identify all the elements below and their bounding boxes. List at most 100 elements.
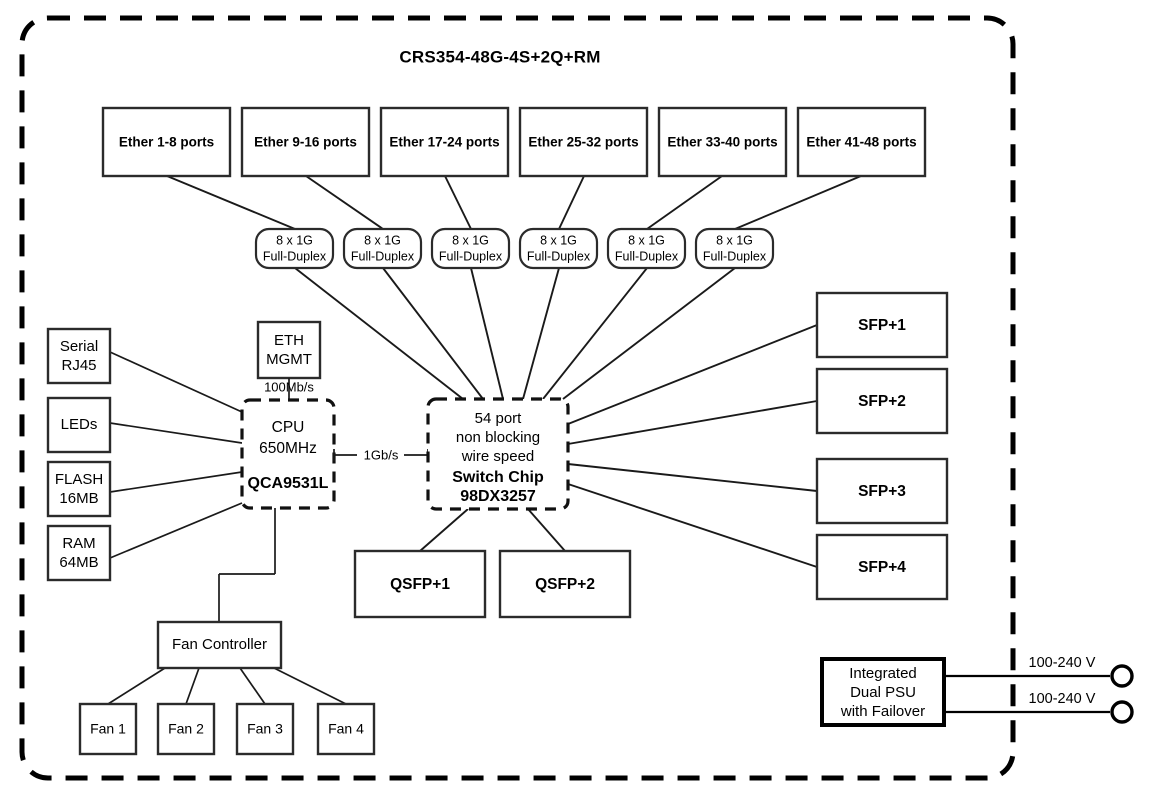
fan-4[interactable]: Fan 4 [316, 702, 376, 756]
fan-1[interactable]: Fan 1 [78, 702, 138, 756]
ether-group-5-label: Ether 33-40 ports [667, 135, 777, 150]
sfp-plus-2[interactable]: SFP+2 [815, 367, 949, 435]
link-pill5-switch [542, 267, 648, 400]
link-switch-sfp2 [567, 400, 818, 445]
peripheral-boxes: Serial RJ45 LEDs FLASH 16MB RAM 64MB [46, 327, 112, 582]
link-ether4-pill4 [558, 175, 585, 230]
qsfp-plus-ports: QSFP+1 QSFP+2 [353, 549, 632, 619]
serial-rj45-box[interactable]: Serial RJ45 [46, 327, 112, 385]
switch-chip-bold1: Switch Chip [452, 469, 544, 486]
sfp-plus-3[interactable]: SFP+3 [815, 457, 949, 525]
flash-line2: 16MB [59, 490, 98, 507]
power-input-1-label: 100-240 V [1029, 655, 1096, 671]
eth-mgmt-box[interactable]: ETH MGMT [256, 320, 322, 380]
link-switch-sfp1 [567, 324, 818, 425]
ether-group-1[interactable]: Ether 1-8 ports [101, 106, 232, 178]
sfp-plus-3-label: SFP+3 [858, 483, 906, 500]
ether-group-4[interactable]: Ether 25-32 ports [518, 106, 649, 178]
leds-box[interactable]: LEDs [46, 396, 112, 454]
fan-controller[interactable]: Fan Controller [156, 620, 283, 670]
fan-boxes: Fan 1 Fan 2 Fan 3 Fan 4 [78, 702, 376, 756]
link-pill-6[interactable]: 8 x 1G Full-Duplex [694, 227, 775, 270]
link-ether5-pill5 [646, 175, 723, 230]
fan-3-label: Fan 3 [247, 721, 283, 737]
sfp-plus-4-label: SFP+4 [858, 559, 906, 576]
ether-group-3[interactable]: Ether 17-24 ports [379, 106, 510, 178]
sfp-plus-ports: SFP+1 SFP+2 SFP+3 SFP+4 [815, 291, 949, 601]
fan-2-label: Fan 2 [168, 721, 204, 737]
ether-group-6-label: Ether 41-48 ports [806, 135, 916, 150]
link-pill4-switch [522, 267, 560, 400]
link-pill-3-line1: 8 x 1G [452, 233, 489, 247]
sfp-plus-4[interactable]: SFP+4 [815, 533, 949, 601]
switch-chip-line2: non blocking [456, 429, 540, 446]
link-fanctl-fan1 [107, 667, 166, 705]
psu-line1: Integrated [849, 665, 917, 682]
qsfp-plus-1[interactable]: QSFP+1 [353, 549, 487, 619]
link-pill-2-line2: Full-Duplex [351, 249, 415, 263]
ether-to-pill-links [166, 175, 862, 230]
eth-mgmt-line1: ETH [274, 332, 304, 349]
link-pill-5-line2: Full-Duplex [615, 249, 679, 263]
link-leds-cpu [109, 422, 243, 444]
cpu-fan-link [218, 508, 276, 622]
fan-1-label: Fan 1 [90, 721, 126, 737]
eth-mgmt-speed-label: 100Mb/s [264, 379, 314, 394]
peripheral-to-cpu-links [109, 351, 243, 559]
ram-line1: RAM [62, 535, 95, 552]
link-ether1-pill1 [166, 175, 296, 230]
link-pill-5[interactable]: 8 x 1G Full-Duplex [606, 227, 687, 270]
eth-mgmt-line2: MGMT [266, 351, 312, 368]
fan-4-label: Fan 4 [328, 721, 364, 737]
leds-label: LEDs [61, 416, 98, 433]
power-terminal-2[interactable] [1110, 700, 1134, 724]
diagram-title: CRS354-48G-4S+2Q+RM [399, 47, 600, 66]
link-speed-pills: 8 x 1G Full-Duplex 8 x 1G Full-Duplex 8 … [254, 227, 775, 270]
cpu-line2: 650MHz [259, 440, 317, 457]
cpu-line1: CPU [272, 419, 305, 436]
ether-group-2-label: Ether 9-16 ports [254, 135, 357, 150]
fan-3[interactable]: Fan 3 [235, 702, 295, 756]
link-pill-2-line1: 8 x 1G [364, 233, 401, 247]
ether-group-6[interactable]: Ether 41-48 ports [796, 106, 927, 178]
flash-box[interactable]: FLASH 16MB [46, 460, 112, 518]
switch-to-sfp-links [562, 324, 818, 568]
qsfp-plus-2[interactable]: QSFP+2 [498, 549, 632, 619]
link-pill-5-line1: 8 x 1G [628, 233, 665, 247]
ethernet-port-groups: Ether 1-8 ports Ether 9-16 ports Ether 1… [101, 106, 927, 178]
sfp-plus-1[interactable]: SFP+1 [815, 291, 949, 359]
ether-group-2[interactable]: Ether 9-16 ports [240, 106, 371, 178]
eth-mgmt-group: ETH MGMT 100Mb/s [256, 320, 322, 400]
ether-group-3-label: Ether 17-24 ports [389, 135, 499, 150]
switch-to-qsfp-links [419, 508, 566, 552]
link-ether3-pill3 [444, 175, 472, 230]
cpu-switch-speed-label: 1Gb/s [364, 447, 399, 462]
switch-chip-line3: wire speed [461, 448, 535, 465]
link-ether2-pill2 [305, 175, 384, 230]
ram-line2: 64MB [59, 554, 98, 571]
switch-chip[interactable]: 54 port non blocking wire speed Switch C… [426, 397, 570, 511]
link-ram-cpu [109, 502, 243, 559]
fan-2[interactable]: Fan 2 [156, 702, 216, 756]
switch-chip-line1: 54 port [475, 410, 523, 427]
link-pill-3[interactable]: 8 x 1G Full-Duplex [430, 227, 511, 270]
power-terminal-1[interactable] [1110, 664, 1134, 688]
qsfp-plus-1-label: QSFP+1 [390, 576, 450, 593]
link-pill3-switch [470, 267, 504, 400]
psu-box[interactable]: Integrated Dual PSU with Failover [820, 657, 946, 727]
link-pill-4[interactable]: 8 x 1G Full-Duplex [518, 227, 599, 270]
psu-line3: with Failover [840, 703, 925, 720]
link-pill6-switch [562, 267, 736, 400]
ether-group-5[interactable]: Ether 33-40 ports [657, 106, 788, 178]
link-pill-1[interactable]: 8 x 1G Full-Duplex [254, 227, 335, 270]
cpu-model: QCA9531L [248, 475, 329, 492]
link-pill2-switch [382, 267, 484, 400]
ram-box[interactable]: RAM 64MB [46, 524, 112, 582]
link-pill-2[interactable]: 8 x 1G Full-Duplex [342, 227, 423, 270]
cpu-chip[interactable]: CPU 650MHz QCA9531L [240, 398, 336, 510]
fan-controller-label: Fan Controller [172, 636, 267, 653]
link-pill-4-line1: 8 x 1G [540, 233, 577, 247]
link-pill-1-line2: Full-Duplex [263, 249, 327, 263]
link-pill-6-line1: 8 x 1G [716, 233, 753, 247]
